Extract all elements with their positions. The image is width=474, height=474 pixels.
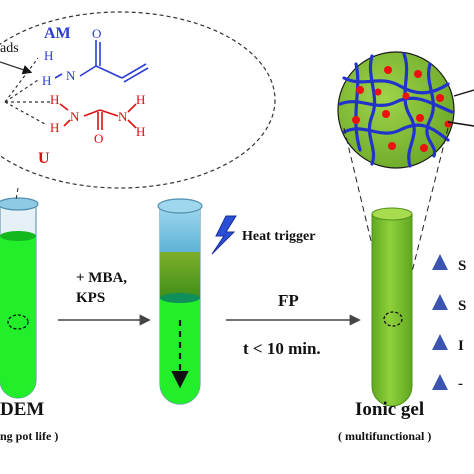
ball-pointer-line [447,121,474,127]
arrow-to-am-h [0,61,33,75]
property-item: S [458,258,466,274]
hbond-line [4,57,39,103]
callout-leader-line [15,187,19,201]
acrylamide-structure [54,40,149,83]
hbond-line [4,79,39,103]
gel-label: Ionic gel [355,399,424,420]
am-label: AM [44,25,71,42]
property-list: S S I - [432,254,466,392]
left-tube-liquid [0,236,36,398]
u-n2: N [118,109,128,124]
middle-tube-top-band [160,206,200,252]
am-o: O [92,26,101,41]
u-h4: H [136,124,145,139]
triangle-bullet-icon [432,334,448,350]
triangle-bullet-icon [432,374,448,390]
middle-tube-front [160,293,200,303]
middle-tube [157,198,203,405]
gel-rod [371,207,413,407]
left-tube-label: DEM [0,399,44,420]
fp-label: FP [278,291,299,310]
u-label: U [38,150,50,167]
partial-label: ads [0,41,19,56]
hbond-line [4,101,46,125]
property-item: S [458,298,466,314]
left-tube-liquid-surface [0,231,36,241]
gel-sample-circle [383,311,403,327]
u-h3: H [136,92,145,107]
am-n: N [66,68,76,83]
gel-rod-top [371,207,413,221]
left-tube [0,197,39,399]
ion-dots [352,66,452,152]
reagents-line2: KPS [76,290,105,306]
middle-tube-liquid [160,298,200,404]
left-tube-sample-circle [7,314,29,330]
middle-tube-reacting-band [160,252,200,298]
left-tube-rim [0,197,39,211]
lightning-icon [211,215,237,255]
left-tube-sublabel: ng pot life ) [0,429,58,443]
triangle-bullet-icon [432,294,448,310]
heat-trigger-label: Heat trigger [242,229,315,244]
am-h-top: H [44,48,53,63]
triangle-bullet-icon [432,254,448,270]
gel-network-zoom [337,51,474,169]
property-item: I [458,338,464,354]
ball-pointer-line [453,89,474,97]
urea-structure [59,103,137,130]
property-item: - [458,376,463,392]
reagents-line1: + MBA, [76,270,127,286]
u-h1: H [50,92,59,107]
zoom-line-left [343,127,389,313]
gel-sublabel: ( multifunctional ) [338,429,431,443]
am-h-bottom: H [42,73,51,88]
u-o: O [94,131,103,146]
polymer-chains [338,52,454,168]
u-n1: N [70,109,80,124]
molecule-callout: ads AM H H N O U [0,11,276,189]
callout-dashed-ellipse [0,11,276,189]
zoom-line-right [401,127,449,313]
gel-rod-body [371,213,413,407]
middle-tube-rim [157,198,203,214]
time-label: t < 10 min. [243,339,321,358]
u-h2: H [50,120,59,135]
